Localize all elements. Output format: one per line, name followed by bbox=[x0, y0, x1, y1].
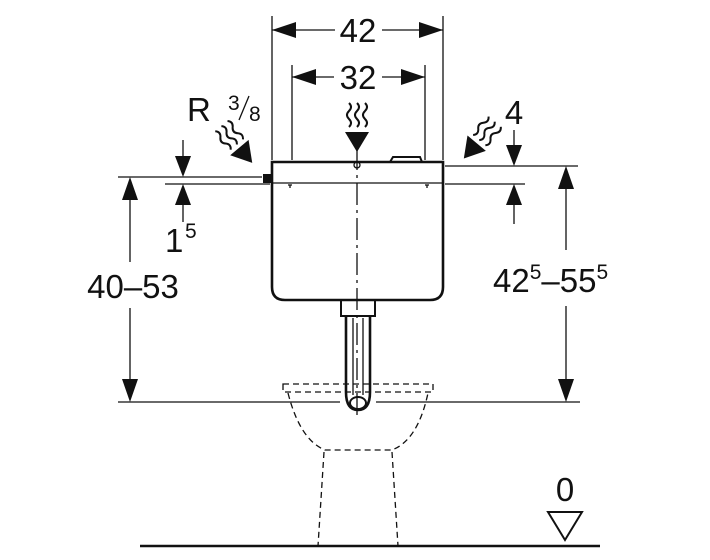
dimension-top-offset: 4 bbox=[445, 94, 578, 224]
label-top-offset: 4 bbox=[505, 94, 523, 131]
flush-pipe bbox=[340, 299, 376, 412]
arrow-head bbox=[506, 184, 522, 205]
inlet-thread-label: R 3 8 bbox=[187, 91, 261, 128]
label-floor-level: 0 bbox=[556, 471, 574, 508]
side-inlet-stub bbox=[263, 174, 272, 183]
dimension-height-right: 425–555 bbox=[376, 166, 608, 403]
label-inlet-spacing: 32 bbox=[340, 59, 377, 96]
dimension-height-left: 40–53 bbox=[87, 177, 340, 403]
dimension-side-offset: 1 5 bbox=[118, 140, 270, 259]
arrow-head bbox=[419, 22, 443, 38]
arrow-head bbox=[272, 22, 296, 38]
arrow-head bbox=[506, 145, 522, 166]
wavy-arrow-icon bbox=[463, 116, 502, 159]
thread-prefix: R bbox=[187, 91, 211, 128]
thread-denominator: 8 bbox=[249, 103, 261, 126]
label-cistern-width: 42 bbox=[340, 12, 377, 49]
down-triangle-icon bbox=[546, 511, 584, 542]
label-height-left: 40–53 bbox=[87, 268, 179, 305]
floor-level-marker: 0 bbox=[546, 471, 584, 542]
thread-numerator: 3 bbox=[228, 92, 240, 115]
dimension-cistern-width: 42 bbox=[271, 12, 444, 160]
label-side-offset: 1 bbox=[165, 222, 183, 259]
arrow-head bbox=[401, 69, 425, 85]
arrow-head bbox=[175, 156, 191, 177]
wavy-arrow-icon bbox=[215, 119, 253, 163]
arrow-head bbox=[175, 184, 191, 205]
arrow-head bbox=[122, 177, 138, 200]
label-height-right: 425–555 bbox=[493, 261, 608, 299]
wc-pan-outline bbox=[282, 383, 434, 547]
arrow-head bbox=[292, 69, 316, 85]
arrow-head bbox=[122, 379, 138, 402]
arrow-head bbox=[558, 379, 574, 402]
wavy-arrow-icon bbox=[345, 102, 369, 152]
label-side-offset-sup: 5 bbox=[185, 220, 197, 243]
arrow-head bbox=[558, 166, 574, 189]
cistern bbox=[263, 156, 445, 302]
dimension-inlet-spacing: 32 bbox=[291, 59, 426, 160]
